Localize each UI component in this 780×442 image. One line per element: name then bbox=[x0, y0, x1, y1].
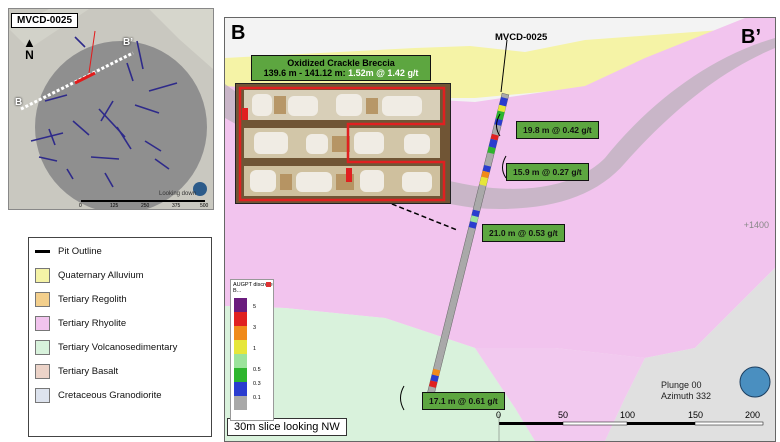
inset-scale-tick: 500 bbox=[200, 203, 209, 209]
photo-title: Oxidized Crackle Breccia bbox=[287, 58, 395, 68]
legend-swatch bbox=[35, 387, 50, 403]
assay-color-band bbox=[234, 368, 247, 382]
unit-granodiorite bbox=[605, 268, 775, 441]
close-icon[interactable] bbox=[266, 282, 271, 287]
legend-item: Tertiary Rhyolite bbox=[35, 314, 126, 332]
legend-item: Pit Outline bbox=[35, 242, 102, 260]
north-arrow-icon: ▲ bbox=[23, 35, 36, 50]
legend-label: Tertiary Rhyolite bbox=[58, 317, 127, 329]
inset-scale-tick: 125 bbox=[110, 203, 119, 209]
assay-color-band bbox=[234, 326, 247, 340]
scale-tick: 150 bbox=[688, 410, 704, 420]
plunge-value: Plunge 00 bbox=[661, 380, 702, 390]
legend-item: Tertiary Basalt bbox=[35, 362, 118, 380]
assay-color-band bbox=[234, 312, 247, 326]
legend-label: Tertiary Basalt bbox=[58, 365, 119, 377]
photo-interval: 139.6 m - 141.12 m: bbox=[263, 68, 349, 78]
assay-tick-label: 5 bbox=[253, 304, 257, 310]
section-start-label: B bbox=[231, 22, 246, 44]
elevation-label: +1400 bbox=[743, 220, 769, 230]
core-photo bbox=[235, 83, 451, 204]
assay-color-band bbox=[234, 298, 247, 312]
view-parameters: Plunge 00 Azimuth 332 bbox=[661, 380, 711, 402]
azimuth-value: Azimuth 332 bbox=[661, 391, 712, 401]
assay-tick-label: 1 bbox=[253, 346, 257, 352]
intercept-label: 17.1 m @ 0.61 g/t bbox=[422, 392, 505, 410]
inset-section-end: B’ bbox=[123, 37, 133, 48]
scale-tick: 50 bbox=[558, 410, 569, 420]
legend-swatch bbox=[35, 315, 50, 331]
photo-result: 1.52m @ 1.42 g/t bbox=[348, 68, 419, 78]
assay-color-band bbox=[234, 396, 247, 410]
legend-label: Quaternary Alluvium bbox=[58, 269, 144, 281]
assay-tick-label: 0.3 bbox=[253, 381, 261, 387]
intercept-label: 21.0 m @ 0.53 g/t bbox=[482, 224, 565, 242]
view-note: Looking down bbox=[159, 191, 197, 197]
photo-caption: Oxidized Crackle Breccia 139.6 m - 141.1… bbox=[251, 55, 431, 81]
assay-legend-title: AUGPT discrete B... bbox=[233, 282, 273, 294]
section-end-label: B’ bbox=[741, 26, 761, 48]
inset-scale-tick: 0 bbox=[79, 203, 82, 209]
legend-item: Tertiary Volcanosedimentary bbox=[35, 338, 177, 356]
plan-map-canvas bbox=[9, 9, 213, 209]
inset-scale-tick: 250 bbox=[141, 203, 150, 209]
inset-section-start: B bbox=[15, 97, 23, 108]
collar-label: MVCD-0025 bbox=[11, 13, 79, 28]
photo-leader bbox=[376, 197, 458, 231]
intercept-label: 19.8 m @ 0.42 g/t bbox=[516, 121, 599, 139]
hole-trace bbox=[74, 71, 96, 85]
legend-item: Cretaceous Granodiorite bbox=[35, 386, 162, 404]
legend-label: Tertiary Regolith bbox=[58, 293, 127, 305]
assay-legend: AUGPT discrete B... 5 3 1 0.5 0.3 0.1 bbox=[230, 279, 274, 421]
legend-swatch bbox=[35, 291, 50, 307]
slice-note: 30m slice looking NW bbox=[227, 418, 347, 436]
legend-item: Quaternary Alluvium bbox=[35, 266, 144, 284]
cross-section-panel: B B’ MVCD-0025 Oxidized Crackle Breccia … bbox=[224, 17, 776, 442]
assay-color-band bbox=[234, 382, 247, 396]
pit-area bbox=[35, 41, 207, 209]
legend-label: Pit Outline bbox=[58, 245, 102, 257]
inset-scale-tick: 375 bbox=[172, 203, 181, 209]
plan-inset-map: MVCD-0025 ▲ N B B’ Looking down 0 125 25… bbox=[8, 8, 214, 210]
assay-color-band bbox=[234, 340, 247, 354]
intercept-label: 15.9 m @ 0.27 g/t bbox=[506, 163, 589, 181]
legend-label: Cretaceous Granodiorite bbox=[58, 389, 162, 401]
legend-item: Tertiary Regolith bbox=[35, 290, 127, 308]
assay-color-band bbox=[234, 354, 247, 368]
north-label: N bbox=[25, 48, 34, 62]
legend-swatch bbox=[35, 339, 50, 355]
assay-tick-label: 0.5 bbox=[253, 367, 261, 373]
north-arrow: ▲ N bbox=[23, 35, 36, 62]
assay-tick-label: 0.1 bbox=[253, 395, 261, 401]
legend-swatch bbox=[35, 267, 50, 283]
view-orientation-icon bbox=[193, 182, 207, 196]
hole-id-label: MVCD-0025 bbox=[495, 32, 548, 43]
assay-tick-label: 3 bbox=[253, 325, 257, 331]
scale-tick: 0 bbox=[496, 410, 502, 420]
legend-swatch bbox=[35, 363, 50, 379]
drill-traces bbox=[30, 36, 178, 188]
scale-tick: 100 bbox=[620, 410, 636, 420]
scale-tick: 200 bbox=[745, 410, 761, 420]
legend-label: Tertiary Volcanosedimentary bbox=[58, 341, 178, 353]
view-orientation-icon bbox=[739, 366, 771, 398]
legend-line-symbol bbox=[35, 249, 50, 253]
